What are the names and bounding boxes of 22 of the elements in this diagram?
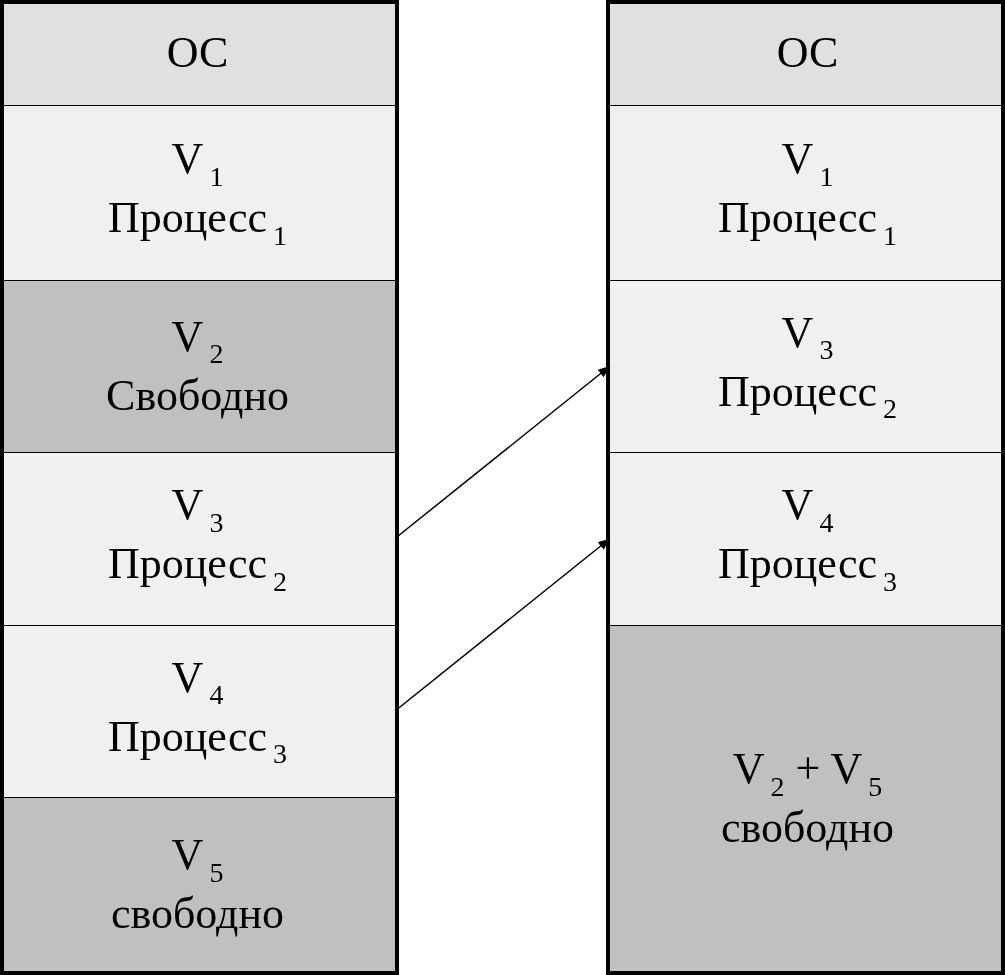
block-size-label: V$_{1}$	[781, 134, 834, 193]
block-label: Процесс$_{3}$	[108, 711, 287, 771]
block-label: свободно	[110, 889, 285, 940]
arrow	[394, 365, 611, 540]
block-size-label: V$_{2}$ + V$_{5}$	[732, 744, 883, 804]
block-size-label: V$_{1}$	[171, 134, 224, 193]
block-label: ОС	[166, 27, 229, 79]
block-label: Процесс$_{2}$	[718, 366, 897, 426]
block-size-label: V$_{4}$	[781, 480, 834, 539]
block-label: Процесс$_{3}$	[718, 539, 897, 598]
block-label: Свободно	[106, 370, 289, 422]
block-size-label: V$_{5}$	[171, 830, 224, 890]
block-label: Процесс$_{1}$	[718, 193, 897, 252]
block-label: ОС	[776, 27, 839, 79]
block-size-label: V$_{4}$	[171, 652, 224, 712]
block-size-label: V$_{3}$	[171, 480, 224, 539]
block-label: свободно	[720, 803, 895, 854]
block-size-label: V$_{2}$	[171, 311, 224, 371]
block-label: Процесс$_{1}$	[108, 193, 287, 252]
arrow	[394, 537, 611, 712]
block-size-label: V$_{3}$	[781, 307, 834, 367]
block-label: Процесс$_{2}$	[108, 539, 287, 598]
